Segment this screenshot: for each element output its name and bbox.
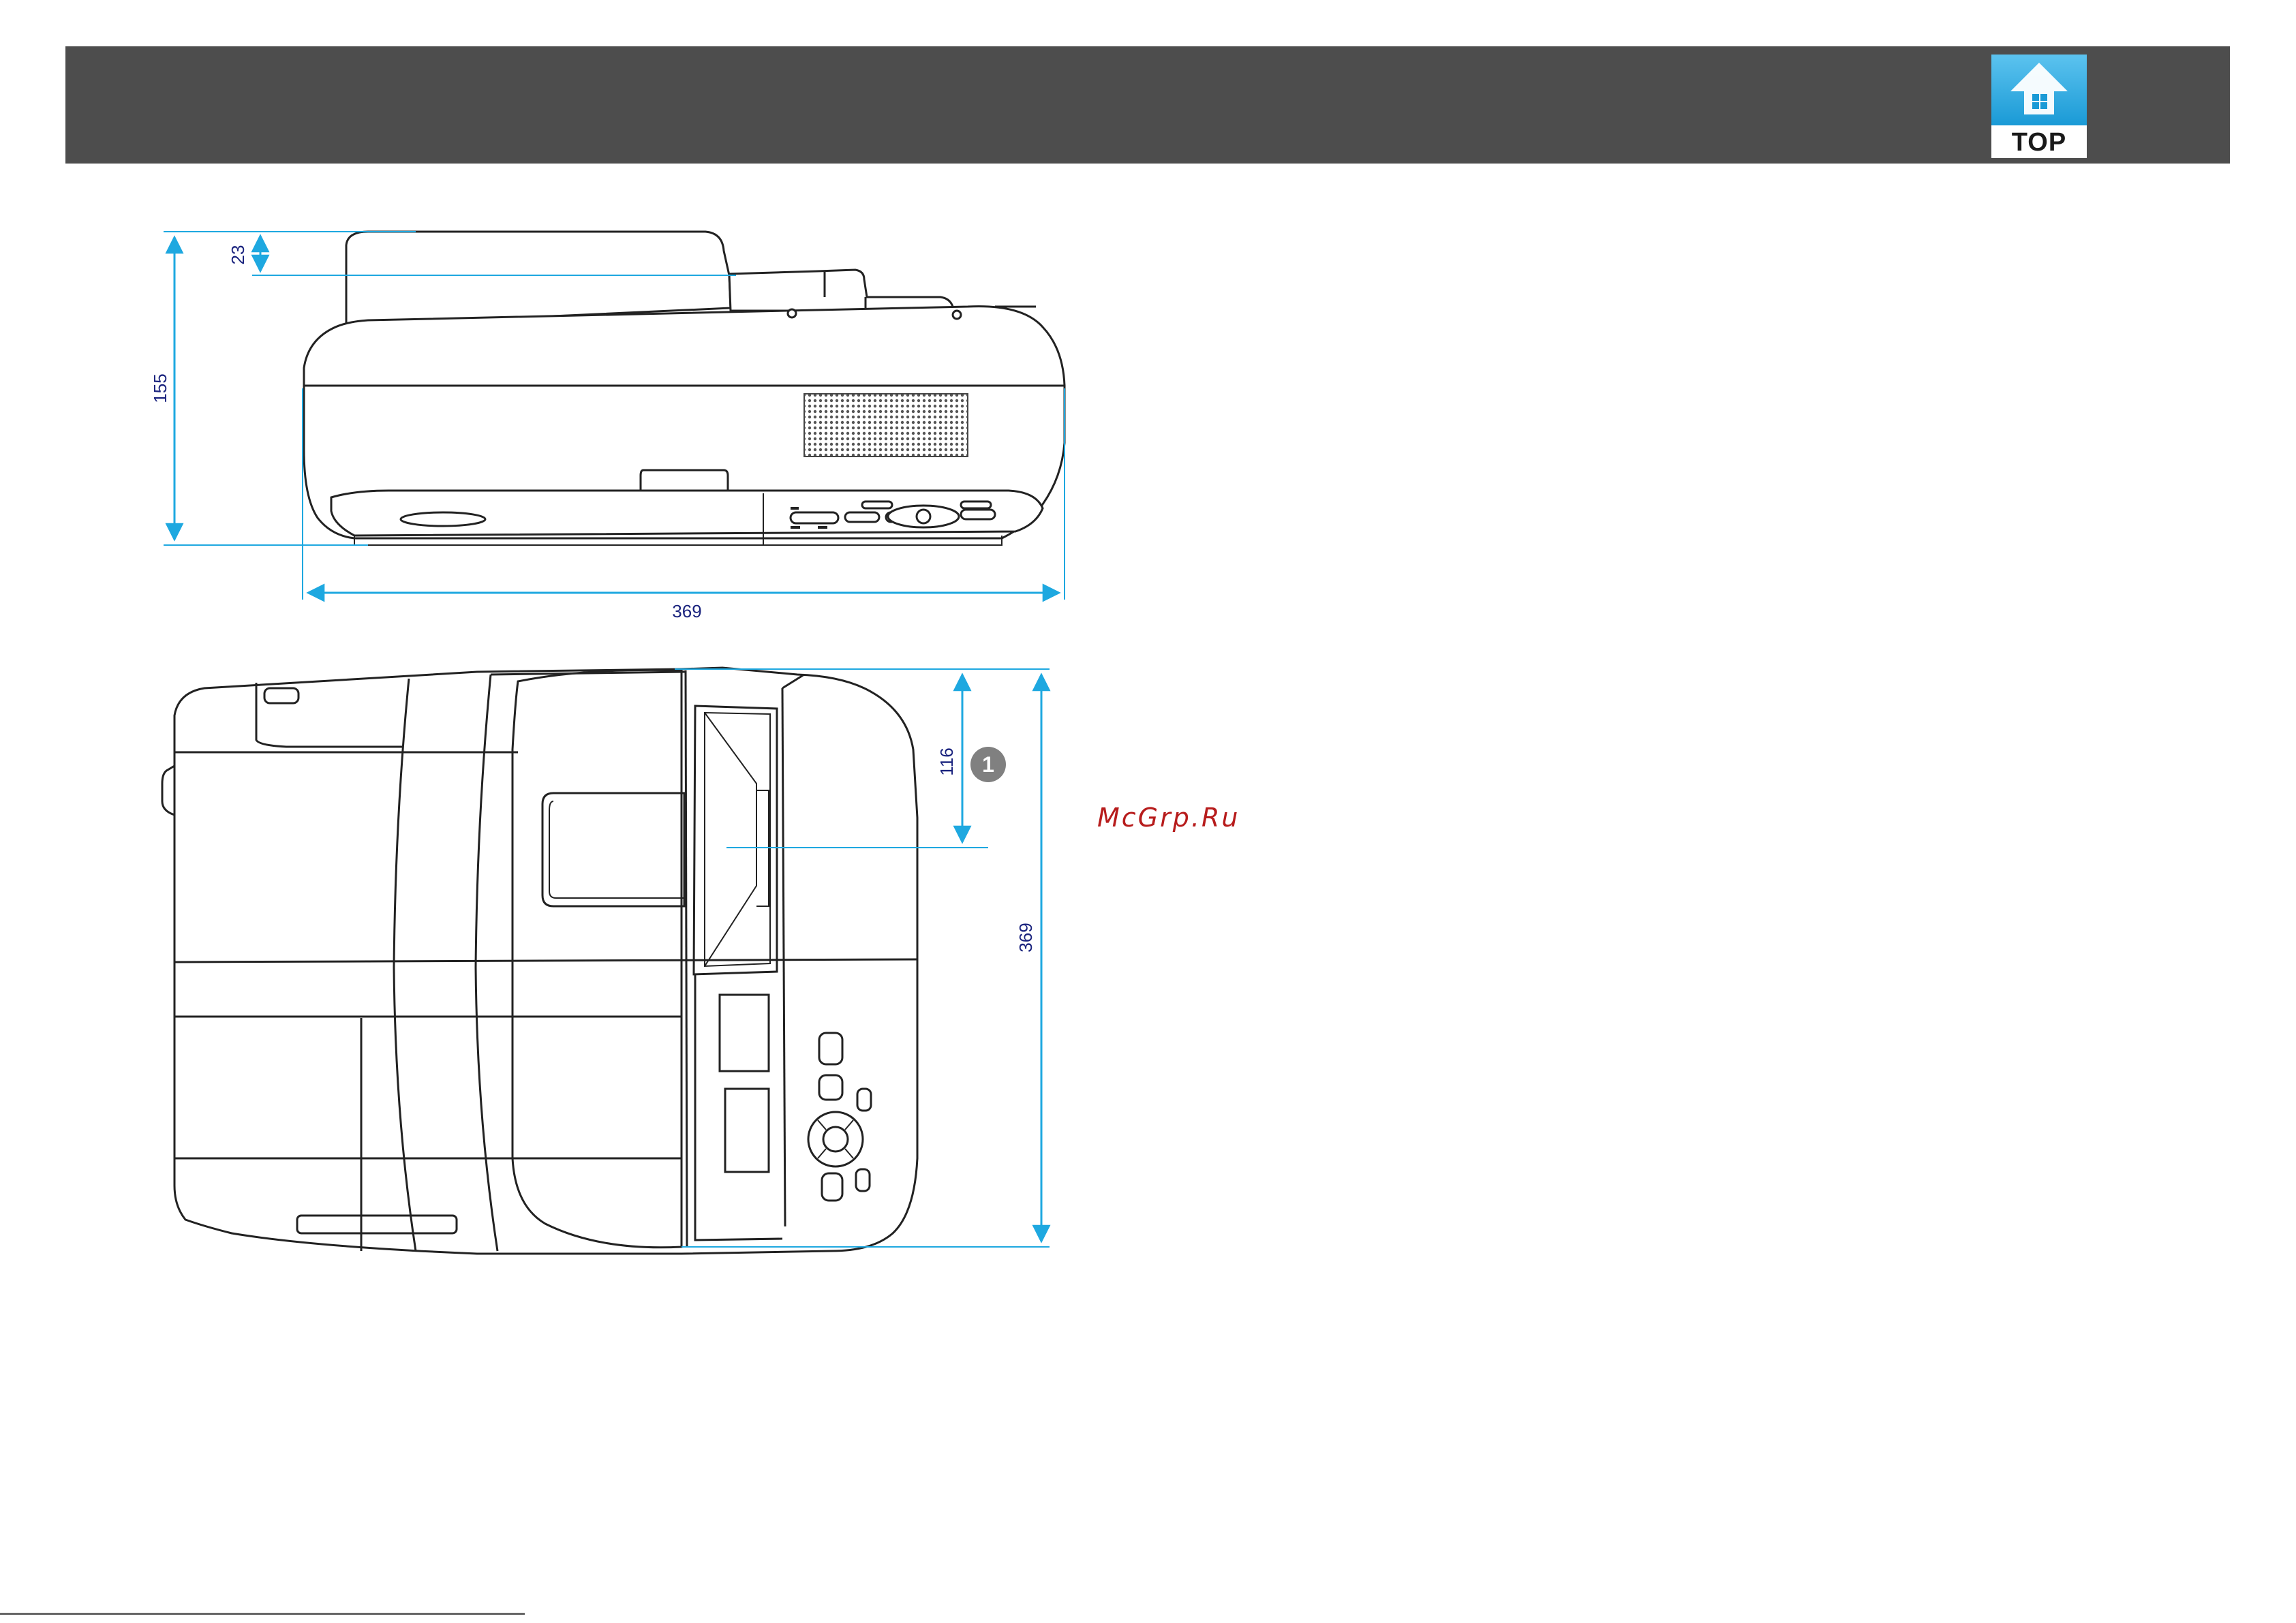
watermark-text: McGrp.Ru	[1097, 803, 1240, 833]
side-top-offset-label: 23	[228, 245, 248, 265]
footer-rule	[0, 1613, 525, 1615]
side-view	[304, 232, 1065, 545]
top-lens-offset-label: 116	[936, 747, 957, 775]
callout-number: 1	[970, 747, 1006, 782]
side-height-label: 155	[150, 373, 170, 403]
top-view	[162, 668, 917, 1254]
top-depth-label: 369	[1015, 923, 1036, 952]
side-width-label: 369	[672, 601, 701, 621]
